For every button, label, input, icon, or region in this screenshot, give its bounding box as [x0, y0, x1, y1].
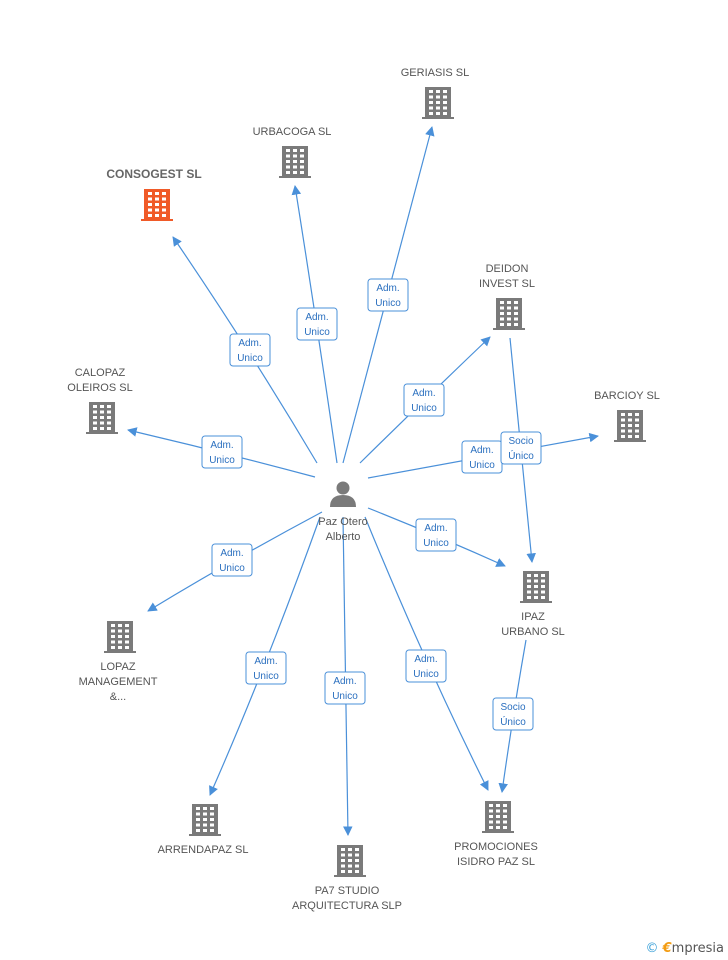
- building-icon-pa7[interactable]: [334, 845, 366, 877]
- edge-label-paz-promociones[interactable]: Adm. Unico: [405, 649, 447, 683]
- company-label-calopaz[interactable]: OLEIROS SL: [67, 382, 132, 394]
- company-label-consogest[interactable]: CONSOGEST SL: [106, 167, 201, 181]
- edge-label-text: Adm.: [210, 440, 233, 451]
- edge-label-text: Socio: [500, 702, 525, 713]
- edge-label-text: Único: [500, 715, 526, 728]
- edge-label-paz-geriasis[interactable]: Adm. Unico: [367, 278, 409, 312]
- edge-label-text: Adm.: [412, 388, 435, 399]
- edge-label-text: Adm.: [238, 338, 261, 349]
- edge-label-text: Unico: [413, 669, 439, 680]
- edge-label-paz-pa7[interactable]: Adm. Unico: [324, 671, 366, 705]
- edge-label-text: Único: [508, 449, 534, 462]
- company-label-calopaz[interactable]: CALOPAZ: [75, 367, 126, 379]
- edge-label-text: Adm.: [414, 654, 437, 665]
- building-icon-deidon[interactable]: [493, 298, 525, 330]
- edge-label-text: Socio: [508, 436, 533, 447]
- company-label-lopaz[interactable]: MANAGEMENT: [79, 676, 158, 688]
- building-icon-urbacoga[interactable]: [279, 146, 311, 178]
- company-label-lopaz[interactable]: LOPAZ: [100, 661, 136, 673]
- empresia-e-icon: €: [662, 941, 672, 956]
- edge-label-text: Unico: [304, 327, 330, 338]
- edge-label-paz-urbacoga[interactable]: Adm. Unico: [296, 307, 338, 341]
- edge-label-text: Unico: [209, 455, 235, 466]
- brand-name: mpresia: [671, 941, 724, 956]
- edge-label-paz-calopaz[interactable]: Adm. Unico: [201, 435, 243, 469]
- edge-label-text: Unico: [423, 538, 449, 549]
- building-icon-arrendapaz[interactable]: [189, 804, 221, 836]
- edge-label-text: Adm.: [305, 312, 328, 323]
- building-icon-barcioy[interactable]: [614, 410, 646, 442]
- company-label-urbacoga[interactable]: URBACOGA SL: [253, 126, 332, 138]
- building-icon-promociones[interactable]: [482, 801, 514, 833]
- edge-label-text: Unico: [469, 460, 495, 471]
- edge-label-text: Unico: [253, 671, 279, 682]
- company-label-promociones[interactable]: ISIDRO PAZ SL: [457, 856, 535, 868]
- company-label-ipaz[interactable]: IPAZ: [521, 611, 545, 623]
- person-name[interactable]: Alberto: [326, 531, 361, 543]
- person-icon[interactable]: [330, 481, 356, 508]
- building-icon-geriasis[interactable]: [422, 87, 454, 119]
- edge-label-text: Unico: [332, 691, 358, 702]
- company-label-deidon[interactable]: DEIDON: [486, 263, 529, 275]
- edge-label-text: Adm.: [254, 656, 277, 667]
- edge-label-paz-consogest[interactable]: Adm. Unico: [229, 333, 271, 367]
- person-name[interactable]: Paz Otero: [318, 516, 368, 528]
- edge-label-text: Adm.: [376, 283, 399, 294]
- company-label-pa7[interactable]: PA7 STUDIO: [315, 885, 380, 897]
- edge-label-paz-barcioy[interactable]: Adm. Unico: [461, 440, 503, 474]
- edge-label-text: Adm.: [470, 445, 493, 456]
- company-label-promociones[interactable]: PROMOCIONES: [454, 841, 538, 853]
- empresia-logo[interactable]: © €mpresia: [645, 941, 724, 956]
- edge-label-text: Unico: [411, 403, 437, 414]
- company-label-pa7[interactable]: ARQUITECTURA SLP: [292, 900, 402, 912]
- building-icon-consogest[interactable]: [141, 189, 173, 221]
- company-label-lopaz[interactable]: &...: [110, 691, 127, 703]
- company-label-geriasis[interactable]: GERIASIS SL: [401, 67, 469, 79]
- edge-label-text: Adm.: [424, 523, 447, 534]
- building-icon-calopaz[interactable]: [86, 402, 118, 434]
- building-icon-ipaz[interactable]: [520, 571, 552, 603]
- edge-label-paz-deidon[interactable]: Adm. Unico: [403, 383, 445, 417]
- edge-label-paz-arrendapaz[interactable]: Adm. Unico: [245, 651, 287, 685]
- edge-label-paz-lopaz[interactable]: Adm. Unico: [211, 543, 253, 577]
- company-label-arrendapaz[interactable]: ARRENDAPAZ SL: [158, 844, 249, 856]
- edge-label-text: Adm.: [333, 676, 356, 687]
- edge-label-text: Unico: [219, 563, 245, 574]
- edge-label-text: Unico: [237, 353, 263, 364]
- edge-label-text: Unico: [375, 298, 401, 309]
- company-label-deidon[interactable]: INVEST SL: [479, 278, 535, 290]
- company-label-ipaz[interactable]: URBANO SL: [501, 626, 565, 638]
- edge-label-text: Adm.: [220, 548, 243, 559]
- copyright-icon: ©: [645, 941, 659, 956]
- edge-label-paz-ipaz[interactable]: Adm. Unico: [415, 518, 457, 552]
- building-icon-lopaz[interactable]: [104, 621, 136, 653]
- company-label-barcioy[interactable]: BARCIOY SL: [594, 390, 660, 402]
